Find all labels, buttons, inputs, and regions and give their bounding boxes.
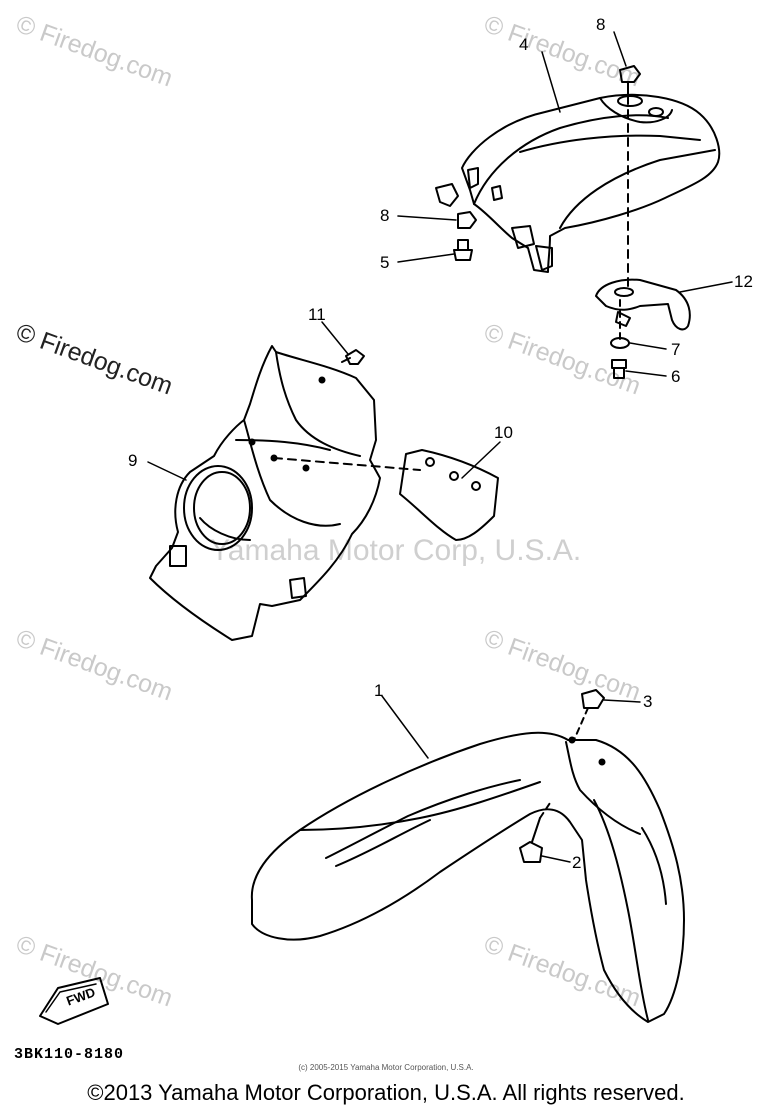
part-8-nut-top — [619, 65, 641, 95]
part-12-bracket — [595, 278, 691, 331]
callout-9: 9 — [128, 451, 138, 470]
callout-2: 2 — [572, 853, 582, 872]
part-4-cover — [435, 93, 721, 273]
callout-3: 3 — [643, 692, 653, 711]
part-6-bolt — [611, 359, 627, 379]
callout-7: 7 — [671, 340, 681, 359]
part-5-bolt — [453, 239, 473, 261]
callout-8-left: 8 — [380, 206, 390, 225]
watermark-center: Yamaha Motor Corp, U.S.A. — [210, 534, 582, 567]
leader-2 — [541, 855, 571, 863]
leader-5 — [397, 253, 455, 263]
leader-6 — [625, 370, 667, 377]
part-8-nut-left — [457, 211, 477, 229]
leader-10 — [461, 441, 501, 479]
part-1-fender — [250, 731, 685, 1023]
callout-6: 6 — [671, 367, 681, 386]
callout-5: 5 — [380, 253, 390, 272]
leader-3 — [603, 699, 641, 703]
leader-12 — [679, 281, 733, 293]
leader-4 — [541, 51, 561, 113]
leader-9 — [147, 461, 187, 481]
callout-4: 4 — [519, 35, 529, 54]
footer-copyright: ©2013 Yamaha Motor Corporation, U.S.A. A… — [87, 1080, 685, 1105]
part-9-housing — [149, 345, 381, 641]
fwd-arrow-icon — [39, 977, 109, 1025]
leader-7 — [629, 342, 667, 350]
callout-1: 1 — [374, 681, 384, 700]
callout-12: 12 — [734, 272, 753, 291]
leader-11 — [321, 321, 349, 355]
leader-1 — [381, 695, 429, 759]
callout-8-top: 8 — [596, 15, 606, 34]
leader-8-left — [397, 215, 457, 221]
part-code: 3BK110-8180 — [14, 1046, 125, 1063]
part-11-screw — [341, 349, 365, 365]
small-copyright: (c) 2005-2015 Yamaha Motor Corporation, … — [298, 1063, 474, 1072]
callout-10: 10 — [494, 423, 513, 442]
part-2-bolt — [519, 817, 543, 863]
part-3-nut — [581, 689, 605, 709]
callout-11: 11 — [308, 305, 326, 324]
part-10-plate — [399, 449, 499, 541]
leader-8-top — [613, 31, 627, 67]
